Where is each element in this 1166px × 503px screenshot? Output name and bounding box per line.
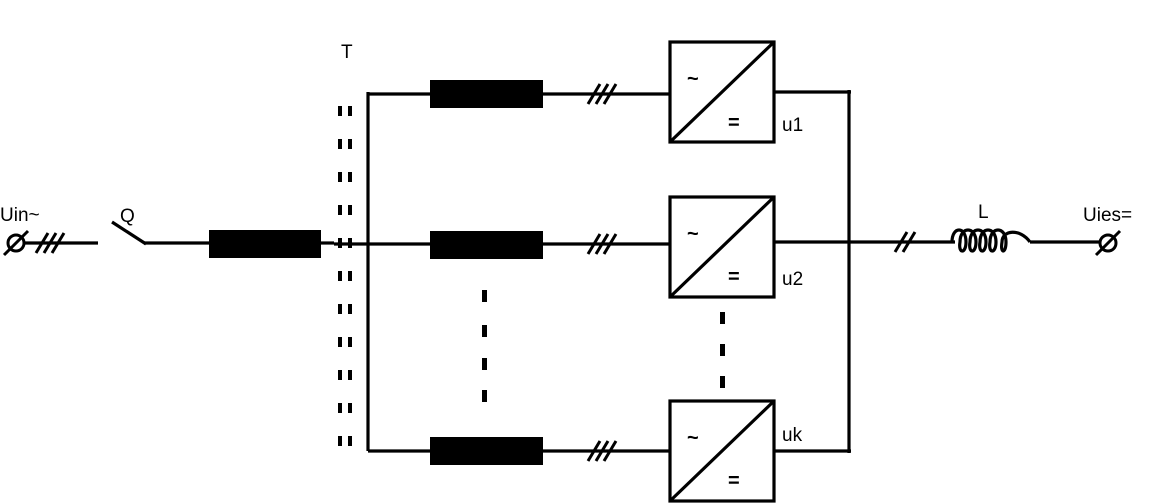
transformer-winding-dash bbox=[338, 139, 342, 149]
converter-u2-ac-symbol: ~ bbox=[687, 223, 699, 245]
inductor-label: L bbox=[978, 202, 989, 223]
transformer-winding-dash bbox=[348, 436, 352, 446]
converter-ellipsis-dots bbox=[720, 312, 725, 388]
branch-2-filter-block bbox=[430, 231, 543, 259]
inductor-l bbox=[950, 228, 1032, 253]
converter-u1: ~ = bbox=[668, 40, 776, 144]
converter-u2-dc-symbol: = bbox=[728, 266, 740, 288]
converter-uk-dc-symbol: = bbox=[728, 470, 740, 492]
switch-q bbox=[111, 220, 147, 246]
transformer-winding-dash bbox=[338, 436, 342, 446]
transformer-label: T bbox=[341, 42, 353, 63]
transformer-winding-dash bbox=[348, 139, 352, 149]
transformer-winding-dash bbox=[348, 106, 352, 116]
transformer-winding-dash bbox=[348, 205, 352, 215]
converter-uk-label: uk bbox=[782, 425, 803, 446]
converter-u1-dc-symbol: = bbox=[728, 112, 740, 134]
converter-u1-ac-symbol: ~ bbox=[687, 68, 699, 90]
transformer-t bbox=[338, 106, 352, 446]
transformer-winding-dash bbox=[338, 370, 342, 380]
transformer-winding-dash bbox=[348, 403, 352, 413]
transformer-winding-dash bbox=[338, 172, 342, 182]
output-voltage-label: Uies= bbox=[1083, 205, 1132, 226]
transformer-winding-dash bbox=[338, 271, 342, 281]
transformer-winding-dash bbox=[338, 304, 342, 314]
branch-1-three-phase-marks bbox=[586, 83, 618, 105]
converter-u2: ~ = bbox=[668, 195, 776, 299]
branch-1-filter-block bbox=[430, 80, 543, 108]
transformer-winding-dash bbox=[348, 304, 352, 314]
transformer-winding-dash bbox=[348, 337, 352, 347]
output-two-wire-marks bbox=[893, 231, 917, 253]
branch-k-three-phase-marks bbox=[586, 440, 618, 462]
transformer-winding-dash bbox=[338, 106, 342, 116]
converter-uk: ~ = bbox=[668, 399, 776, 503]
converter-u1-label: u1 bbox=[782, 115, 803, 136]
converter-u2-label: u2 bbox=[782, 269, 803, 290]
transformer-winding-dash bbox=[348, 370, 352, 380]
switch-label: Q bbox=[120, 206, 135, 227]
transformer-winding-dash bbox=[348, 271, 352, 281]
branch-k-filter-block bbox=[430, 437, 543, 465]
output-terminal bbox=[1094, 229, 1122, 257]
input-filter-block bbox=[209, 230, 321, 258]
branch-ellipsis-dots bbox=[482, 290, 487, 402]
transformer-winding-dash bbox=[348, 172, 352, 182]
transformer-winding-dash bbox=[338, 337, 342, 347]
input-three-phase-marks bbox=[34, 232, 66, 254]
converter-uk-ac-symbol: ~ bbox=[687, 427, 699, 449]
branch-2-three-phase-marks bbox=[586, 233, 618, 255]
transformer-winding-dash bbox=[338, 205, 342, 215]
input-voltage-label: Uin~ bbox=[0, 205, 40, 226]
transformer-winding-dash bbox=[338, 403, 342, 413]
